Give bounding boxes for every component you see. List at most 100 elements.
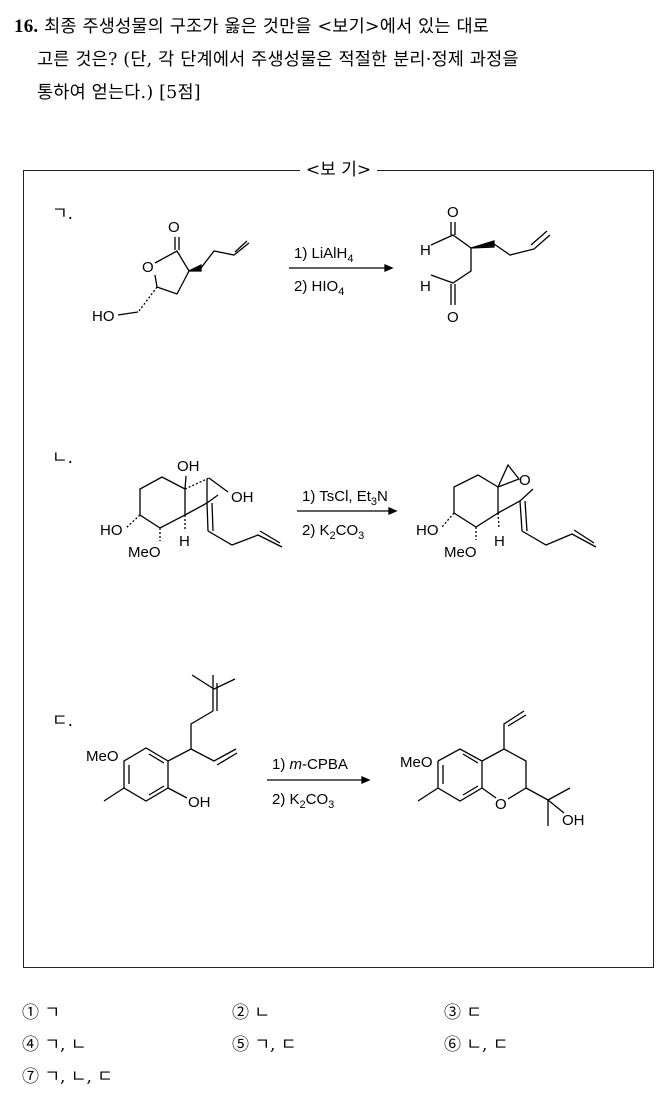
item-label-a: ㄱ.	[52, 204, 74, 224]
a-reagent-1: 1) LiAlH4	[294, 245, 353, 265]
a-lactone-ring	[154, 250, 190, 295]
c-sm-oh: OH	[188, 794, 211, 811]
question-text: 16. 최종 주생성물의 구조가 옳은 것만을 <보기>에서 있는 대로 고른 …	[14, 10, 654, 110]
box-title-text: <보 기>	[299, 160, 378, 180]
c-aromatic	[462, 753, 479, 764]
b-reagent-2: 2) K2CO3	[302, 522, 364, 542]
c-reagent-1: 1) m-CPBA	[272, 756, 348, 773]
reaction-c: MeO OH 1) m-CPBA 2) K2CO3 MeO O OH	[86, 674, 585, 829]
b-pr-chain	[521, 530, 597, 548]
choice-4[interactable]: ④ ㄱ, ㄴ	[22, 1030, 87, 1060]
a-pr-o-bot: O	[447, 309, 459, 326]
example-box: <보 기> ㄱ. ㄴ. ㄷ. O O HO 1) LiAlH4 2) HIO4 …	[23, 160, 654, 968]
b-bond	[524, 500, 528, 532]
a-wedge	[188, 263, 202, 272]
a-hash	[138, 286, 158, 312]
b-chain	[207, 530, 283, 548]
choice-number: ⑤	[232, 1035, 249, 1055]
c-vinyl	[190, 748, 237, 762]
b-reagent-1: 1) TsCl, Et3N	[302, 488, 388, 508]
choice-text: ㄱ, ㄷ	[254, 1035, 297, 1055]
choice-text: ㄱ, ㄴ, ㄷ	[44, 1067, 113, 1087]
c-pr-oh: OH	[562, 812, 585, 829]
c-methyl	[417, 787, 439, 802]
b-ring	[139, 476, 186, 529]
choice-number: ⑥	[444, 1035, 461, 1055]
c-benzene	[123, 747, 192, 802]
a-sm-carbonyl-o: O	[168, 219, 180, 236]
c-bond	[216, 752, 238, 766]
c-reagent-2: 2) K2CO3	[272, 791, 334, 811]
a-reagent-2: 2) HIO4	[294, 278, 344, 298]
b-sm-ho: HO	[100, 522, 123, 539]
choice-7[interactable]: ⑦ ㄱ, ㄴ, ㄷ	[22, 1062, 113, 1092]
b-bond	[573, 529, 595, 544]
b-side	[184, 479, 208, 516]
choice-number: ①	[22, 1003, 39, 1023]
c-aromatic	[148, 753, 165, 764]
a-allyl	[200, 242, 250, 269]
b-hash	[441, 512, 455, 528]
choice-6[interactable]: ⑥ ㄴ, ㄷ	[444, 1030, 509, 1060]
question-number: 16.	[14, 16, 39, 37]
b-pr-side	[497, 488, 534, 514]
c-bond	[507, 714, 527, 727]
b-bond	[259, 530, 281, 544]
c-pr-o: O	[495, 796, 507, 813]
a-pr-allyl	[493, 243, 535, 256]
choice-number: ④	[22, 1035, 39, 1055]
a-sm-ho: HO	[92, 308, 115, 325]
b-hash	[497, 512, 500, 529]
b-pr-epoxide	[497, 463, 521, 488]
b-bond	[184, 475, 187, 490]
c-pr-pyran	[481, 748, 527, 800]
a-arrowhead	[384, 264, 394, 272]
b-pr-ring	[453, 474, 499, 528]
a-pr-wedge	[470, 240, 495, 249]
reaction-schemes: O O HO 1) LiAlH4 2) HIO4 O H H	[86, 204, 597, 829]
b-arrowhead	[388, 507, 398, 515]
c-aromatic	[462, 785, 479, 796]
item-label-b: ㄴ.	[52, 448, 74, 468]
c-sm-meo: MeO	[86, 748, 119, 765]
choice-5[interactable]: ⑤ ㄱ, ㄷ	[232, 1030, 297, 1060]
a-pr-o-top: O	[447, 204, 459, 221]
c-pr-benzene	[437, 748, 483, 802]
b-pr-meo: MeO	[444, 544, 477, 561]
item-label-c: ㄷ.	[52, 711, 74, 731]
choice-text: ㄴ, ㄷ	[466, 1035, 509, 1055]
c-prenyl-top	[191, 674, 236, 690]
a-pr-h-bot: H	[420, 278, 431, 295]
c-bond	[547, 799, 565, 814]
c-pr-vinyl	[503, 710, 525, 749]
a-bond	[117, 311, 139, 316]
choice-3[interactable]: ③ ㄷ	[444, 998, 482, 1028]
a-bond	[530, 230, 548, 246]
c-pr-meo: MeO	[400, 754, 433, 771]
b-bond	[206, 502, 209, 532]
a-sm-ring-o: O	[142, 259, 154, 276]
c-bond	[525, 787, 549, 801]
choice-text: ㄱ	[44, 1003, 61, 1023]
b-sm-oh-top: OH	[177, 458, 200, 475]
c-arrowhead	[361, 776, 371, 784]
choice-1[interactable]: ① ㄱ	[22, 998, 60, 1028]
c-chain	[190, 710, 214, 749]
b-bond	[208, 477, 229, 493]
c-methyl	[103, 787, 125, 802]
choice-2[interactable]: ② ㄴ	[232, 998, 270, 1028]
b-bond	[519, 500, 523, 532]
a-bond	[533, 234, 551, 250]
a-pr-chain	[430, 234, 472, 284]
question-line-1: 16. 최종 주생성물의 구조가 옳은 것만을 <보기>에서 있는 대로	[14, 10, 654, 44]
box-title: <보 기>	[24, 159, 653, 181]
b-pr-ho: HO	[416, 522, 439, 539]
b-hash	[125, 514, 141, 529]
choice-text: ㄱ, ㄴ	[44, 1035, 87, 1055]
b-bond	[206, 494, 219, 504]
b-pr-h: H	[494, 533, 505, 550]
b-sm-oh-side: OH	[231, 489, 254, 506]
choice-number: ③	[444, 1003, 461, 1023]
c-bond	[167, 787, 188, 799]
question-line-3: 통하여 얻는다.) [5점]	[37, 83, 201, 103]
